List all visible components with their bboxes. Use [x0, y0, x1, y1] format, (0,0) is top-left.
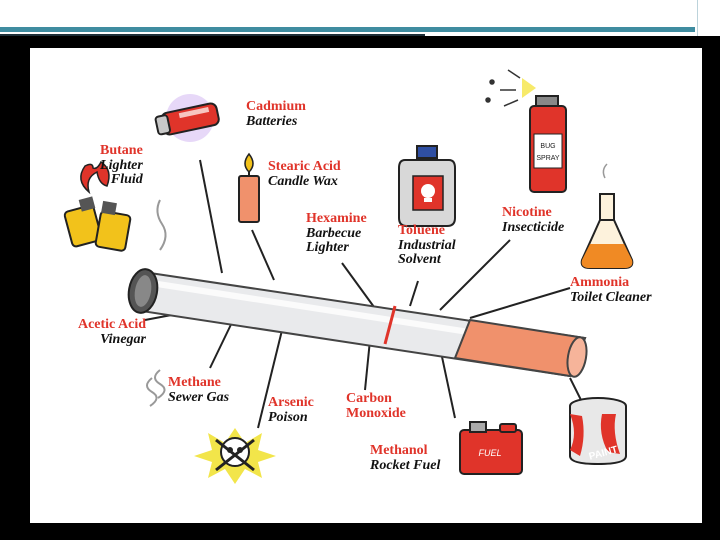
label-hexamine: Hexamine Barbecue Lighter: [306, 211, 367, 256]
chemical-use: Fluid: [110, 172, 143, 188]
cigarette-chemicals-illustration: BUG SPRAY FUEL: [30, 48, 702, 523]
cigarette: [127, 268, 588, 378]
svg-text:SPRAY: SPRAY: [536, 155, 560, 162]
label-butane: Butane Lighter Fluid: [100, 143, 143, 188]
chemical-name: Methanol: [370, 443, 428, 458]
label-acetic-acid: Acetic Acid Vinegar: [66, 317, 146, 347]
candle-icon: [238, 152, 260, 223]
pointer-lines: [144, 159, 586, 429]
flask-icon: [580, 163, 634, 269]
slide-header-decoration: [0, 0, 720, 46]
skull-icon: [194, 428, 276, 484]
label-arsenic: Arsenic Poison: [268, 395, 314, 425]
smoke-wisps: [146, 199, 167, 407]
label-methanol: Methanol Rocket Fuel: [370, 443, 441, 473]
chemical-name: Cadmium: [246, 99, 306, 114]
chemical-name: Methane: [168, 375, 221, 390]
chemical-name: Arsenic: [268, 395, 314, 410]
label-cadmium: Cadmium Batteries: [246, 99, 306, 129]
illustration-svg: BUG SPRAY FUEL: [63, 69, 634, 484]
chemical-use: Insecticide: [502, 219, 565, 235]
chemical-name: Ammonia: [570, 275, 630, 290]
paint-can-icon: PAINT: [569, 397, 627, 466]
chemical-use: Batteries: [246, 113, 298, 129]
lighter-icon: [63, 160, 132, 252]
accent-line: [0, 27, 695, 32]
chemical-name: Stearic Acid: [268, 159, 341, 174]
label-carbon-monoxide: Carbon Monoxide: [346, 391, 406, 421]
chemical-use: Lighter: [100, 157, 143, 173]
label-ammonia: Ammonia Toilet Cleaner: [570, 275, 652, 305]
svg-text:FUEL: FUEL: [478, 448, 501, 458]
chemical-name: Carbon: [346, 391, 392, 406]
chemical-use: Rocket Fuel: [370, 457, 441, 473]
chemical-name: Nicotine: [502, 205, 552, 220]
chemical-name: Toluene: [398, 223, 445, 238]
corner-tab: [697, 0, 720, 40]
fuel-can-icon: FUEL: [459, 421, 523, 475]
spray-can-icon: BUG SPRAY: [485, 69, 567, 193]
chemical-name: Hexamine: [306, 211, 367, 226]
chemical-use: Toilet Cleaner: [570, 289, 652, 305]
chemical-name: Monoxide: [346, 405, 406, 421]
chemical-name: Butane: [100, 143, 143, 158]
chemical-use: Poison: [268, 409, 308, 425]
label-methane: Methane Sewer Gas: [168, 375, 230, 405]
label-toluene: Toluene Industrial Solvent: [398, 223, 456, 268]
chemical-use: Industrial: [398, 237, 456, 253]
chemical-use: Barbecue: [306, 225, 362, 241]
chemical-name: Acetic Acid: [77, 317, 146, 332]
solvent-bottle-icon: [398, 145, 456, 227]
chemical-use: Candle Wax: [268, 173, 338, 189]
chemical-use: Lighter: [306, 240, 349, 256]
chemical-use: Solvent: [398, 252, 441, 268]
label-stearic-acid: Stearic Acid Candle Wax: [268, 159, 341, 189]
label-nicotine: Nicotine Insecticide: [502, 205, 565, 235]
chemical-use: Vinegar: [100, 331, 146, 347]
svg-text:BUG: BUG: [540, 143, 555, 150]
chemical-use: Sewer Gas: [168, 389, 230, 405]
battery-icon: [154, 94, 220, 142]
